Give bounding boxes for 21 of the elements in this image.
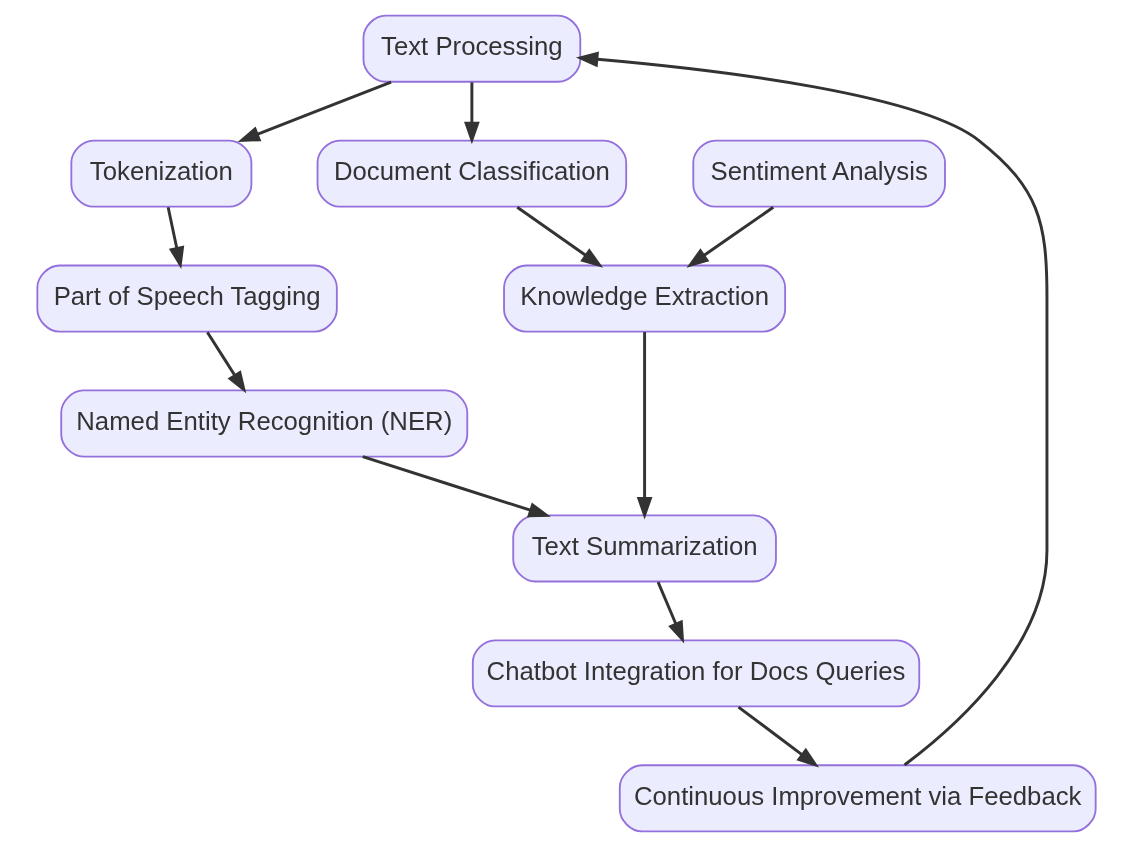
node-box: Document Classification	[316, 139, 627, 208]
arrow	[361, 455, 551, 518]
arrow	[685, 206, 774, 268]
arrow	[656, 581, 684, 644]
arrow	[737, 705, 819, 768]
node-box: Chatbot Integration for Docs Queries	[471, 639, 920, 708]
node-box: Continuous Improvement via Feedback	[618, 764, 1097, 833]
arrow	[515, 206, 603, 268]
arrow	[166, 207, 184, 269]
arrow	[463, 82, 480, 145]
node-box: Part of Speech Tagging	[35, 264, 338, 333]
arrow	[636, 332, 652, 520]
node-box: Tokenization	[69, 139, 252, 208]
arrow	[575, 51, 1048, 767]
node-box: Knowledge Extraction	[502, 264, 786, 333]
node-box: Text Summarization	[511, 514, 777, 583]
arrow	[237, 80, 392, 142]
node-box: Sentiment Analysis	[691, 139, 946, 208]
node-box: Text Processing	[362, 14, 581, 83]
node-box: Named Entity Recognition (NER)	[59, 389, 468, 458]
arrow	[205, 331, 246, 394]
